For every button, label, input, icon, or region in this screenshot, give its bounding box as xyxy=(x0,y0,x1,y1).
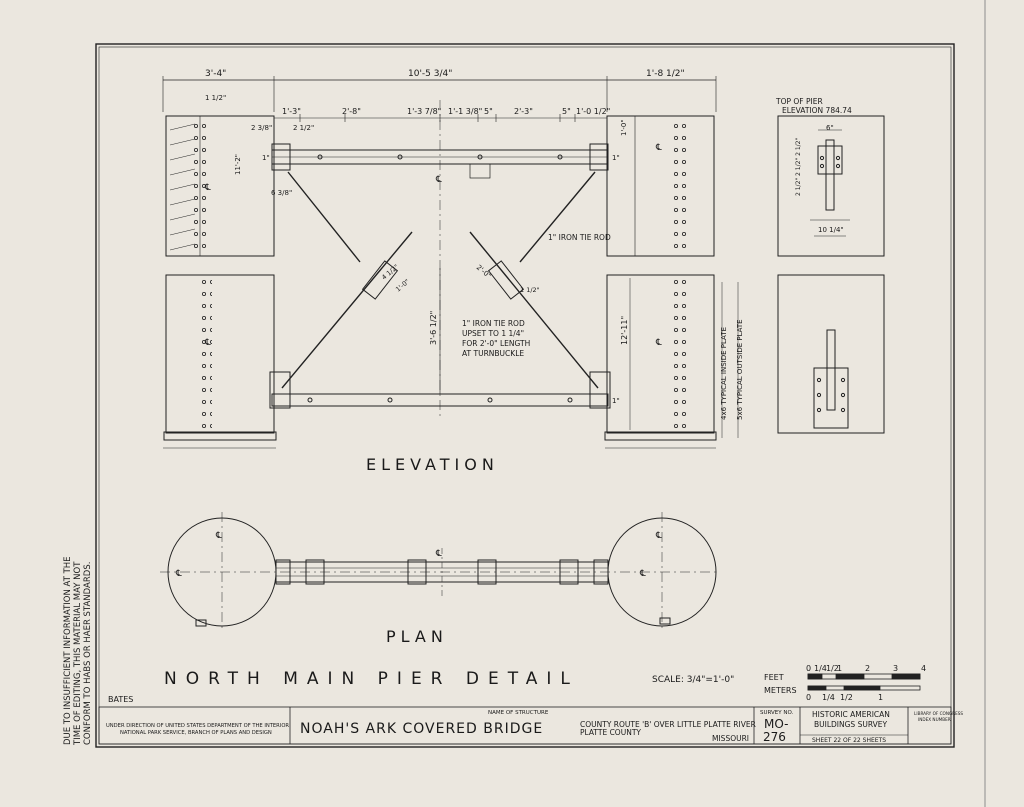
structure-name: NOAH'S ARK COVERED BRIDGE xyxy=(300,721,543,737)
title-block-text: UNDER DIRECTION OF UNITED STATES DEPARTM… xyxy=(106,710,963,744)
elevation-dimensions: 3'-4" 10'-5 3/4" 1'-8 1/2" 1'-3" 2'-8" 1… xyxy=(205,69,744,420)
detail-dim-6: 6" xyxy=(826,124,834,132)
top-of-pier-label: TOP OF PIER xyxy=(775,97,823,106)
plan-view xyxy=(160,512,720,632)
side-note: DUE TO INSUFFICIENT INFORMATION AT THE T… xyxy=(63,556,93,746)
location-line-2: PLATTE COUNTY xyxy=(580,728,641,737)
scale-meter-tick: 1/4 xyxy=(822,693,835,702)
dim-1-left: 1" xyxy=(262,154,270,162)
plan-label: PLAN xyxy=(386,627,448,646)
dim-seg-3: 1'-3 7/8" xyxy=(407,107,441,116)
survey-no-label: SURVEY NO. xyxy=(760,710,794,716)
dim-1-0: 1'-0" xyxy=(620,119,628,136)
svg-text:℄: ℄ xyxy=(435,175,442,185)
title-block xyxy=(98,706,952,745)
habs-line-2: BUILDINGS SURVEY xyxy=(814,720,887,729)
centerline-markers: ℄ ℄ ℄ ℄ ℄ ℄ ℄ ℄ ℄ ℄ xyxy=(175,143,662,579)
delineator-name: BATES xyxy=(108,695,133,704)
svg-text:℄: ℄ xyxy=(204,183,211,193)
pier-bottom-detail xyxy=(777,274,885,434)
scale-meter-tick: 1/2 xyxy=(840,693,853,702)
scale-note: SCALE: 3/4"=1'-0" xyxy=(652,675,734,685)
sheet-number: SHEET 22 OF 22 SHEETS xyxy=(812,737,886,744)
side-note-line-1: DUE TO INSUFFICIENT INFORMATION AT THE xyxy=(63,556,73,745)
svg-text:℄: ℄ xyxy=(655,143,662,153)
survey-no-number: 276 xyxy=(763,730,786,744)
svg-text:℄: ℄ xyxy=(655,531,662,541)
loc-label-1: LIBRARY OF CONGRESS xyxy=(914,711,963,716)
scale-feet-tick: 4 xyxy=(921,664,926,673)
turnbuckle-c: 1'-0" xyxy=(394,278,411,294)
turnbuckle-length: 2'-0" xyxy=(475,263,493,280)
dim-top-total: 10'-5 3/4" xyxy=(408,69,452,79)
side-note-line-3: CONFORM TO HABS OR HAER STANDARDS. xyxy=(83,562,93,745)
tie-rod-label-upper: 1" IRON TIE ROD xyxy=(548,233,611,242)
elevation-view xyxy=(162,76,739,449)
dim-2-3-8: 2 3/8" xyxy=(251,124,272,132)
scale-feet-tick: 1 xyxy=(837,664,842,673)
elevation-label: ELEVATION xyxy=(366,455,499,474)
pier-top-detail xyxy=(777,115,885,257)
scale-bar-labels: FEET METERS 0 1/4 1/2 1 2 3 4 0 1/4 1/2 … xyxy=(764,664,926,702)
location-state: MISSOURI xyxy=(712,734,749,743)
svg-text:℄: ℄ xyxy=(204,338,211,348)
dim-1-right: 1" xyxy=(612,154,620,162)
dim-11-2: 11'-2" xyxy=(234,154,242,175)
dim-2-1-2: 2 1/2" xyxy=(293,124,314,132)
scale-bar xyxy=(807,673,921,691)
dim-1-bottom: 1" xyxy=(612,397,620,405)
outside-plate-label: 5x6 TYPICAL OUTSIDE PLATE xyxy=(736,319,744,420)
scale-feet-tick: 1/4 xyxy=(814,664,827,673)
svg-text:℄: ℄ xyxy=(435,549,442,559)
dim-seg-7: 5" xyxy=(562,107,571,116)
dim-seg-6: 2'-3" xyxy=(514,107,533,116)
tie-rod-note-3: FOR 2'-0" LENGTH xyxy=(462,339,530,348)
detail-dim-side: 2 1/2" 2 1/2" 2 1/2" xyxy=(795,138,802,196)
scale-meter-tick: 0 xyxy=(806,693,811,702)
scale-feet-tick: 1/2 xyxy=(826,664,839,673)
drawing-title: NORTH MAIN PIER DETAIL xyxy=(164,669,579,689)
location-line-1: COUNTY ROUTE 'B' OVER LITTLE PLATTE RIVE… xyxy=(580,720,756,729)
agency-line-2: NATIONAL PARK SERVICE, BRANCH OF PLANS A… xyxy=(120,730,272,736)
svg-text:℄: ℄ xyxy=(655,338,662,348)
dim-1-1-2: 1 1/2" xyxy=(205,94,226,102)
outer-border xyxy=(95,43,955,748)
dim-center-height: 3'-6 1/2" xyxy=(429,311,438,345)
dim-seg-4: 1'-1 3/8" xyxy=(448,107,482,116)
name-of-structure-label: NAME OF STRUCTURE xyxy=(488,710,549,716)
dim-seg-2: 2'-8" xyxy=(342,107,361,116)
top-of-pier-elevation: ELEVATION 784.74 xyxy=(782,106,852,115)
dim-right-height: 12'-11" xyxy=(620,316,629,345)
scale-feet-label: FEET xyxy=(764,673,784,682)
survey-no-prefix: MO- xyxy=(764,717,788,731)
dim-top-left: 3'-4" xyxy=(205,69,226,79)
dim-6-3-8: 6 3/8" xyxy=(271,189,292,197)
turnbuckle-a: 1 1/2" xyxy=(520,286,540,294)
tie-rod-note-4: AT TURNBUCKLE xyxy=(462,349,524,358)
svg-text:℄: ℄ xyxy=(215,531,222,541)
detail-labels: TOP OF PIER ELEVATION 784.74 6" 10 1/4" … xyxy=(775,97,852,234)
inside-plate-label: 4x6 TYPICAL INSIDE PLATE xyxy=(720,327,728,420)
scale-meter-tick: 1 xyxy=(878,693,883,702)
svg-text:℄: ℄ xyxy=(175,569,182,579)
svg-text:℄: ℄ xyxy=(639,569,646,579)
loc-label-2: INDEX NUMBER xyxy=(918,717,951,722)
dim-seg-8: 1'-0 1/2" xyxy=(576,107,610,116)
tie-rod-note-1: 1" IRON TIE ROD xyxy=(462,319,525,328)
inner-border xyxy=(98,46,952,745)
tie-rod-note-2: UPSET TO 1 1/4" xyxy=(462,329,524,338)
detail-dim-10: 10 1/4" xyxy=(818,226,844,234)
scale-feet-tick: 3 xyxy=(893,664,898,673)
dim-seg-1: 1'-3" xyxy=(282,107,301,116)
dim-seg-5: 5" xyxy=(484,107,493,116)
scale-feet-tick: 0 xyxy=(806,664,811,673)
habs-line-1: HISTORIC AMERICAN xyxy=(812,710,890,719)
side-note-line-2: TIME OF EDITING, THIS MATERIAL MAY NOT xyxy=(73,561,83,746)
scale-feet-tick: 2 xyxy=(865,664,870,673)
agency-line-1: UNDER DIRECTION OF UNITED STATES DEPARTM… xyxy=(106,723,289,729)
scale-meters-label: METERS xyxy=(764,686,797,695)
dim-top-right: 1'-8 1/2" xyxy=(646,69,685,79)
